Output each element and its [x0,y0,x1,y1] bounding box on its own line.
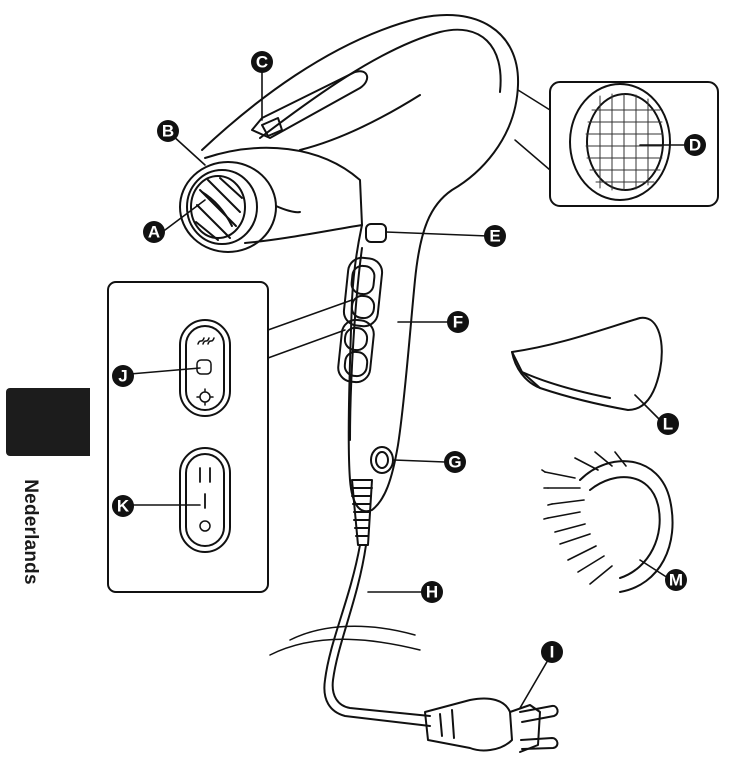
callout-d: D [684,134,706,156]
callout-e-label: E [489,227,500,246]
concentrator-nozzle-icon [511,316,663,411]
callout-b: B [157,120,179,142]
power-plug-icon [424,697,559,753]
callout-l: L [657,413,679,435]
callout-c: C [251,51,273,73]
callout-f: F [447,311,469,333]
callout-e: E [484,225,506,247]
callout-k-label: K [117,497,130,516]
leader-lines [129,67,691,709]
callout-l-label: L [663,415,673,434]
callout-i-label: I [550,643,555,662]
callout-j: J [112,365,134,387]
callout-markers: A B C D E F G H I J K L M [112,51,706,663]
callout-i: I [541,641,563,663]
callout-c-label: C [256,53,268,72]
callout-d-label: D [689,136,701,155]
power-cord [269,544,431,727]
callout-j-label: J [118,367,127,386]
callout-a: A [143,221,165,243]
callout-m: M [665,569,687,591]
diffuser-attachment-icon [541,451,674,593]
language-tab [6,388,90,456]
callout-k: K [112,495,134,517]
callout-g-label: G [448,453,461,472]
hair-dryer-icon [179,14,520,546]
callout-b-label: B [162,122,174,141]
callout-h: H [421,581,443,603]
callout-h-label: H [426,583,438,602]
switch-inset [107,281,353,593]
callout-f-label: F [453,313,463,332]
callout-a-label: A [148,223,160,242]
callout-g: G [444,451,466,473]
air-filter-inset [514,81,719,207]
callout-m-label: M [669,571,683,590]
